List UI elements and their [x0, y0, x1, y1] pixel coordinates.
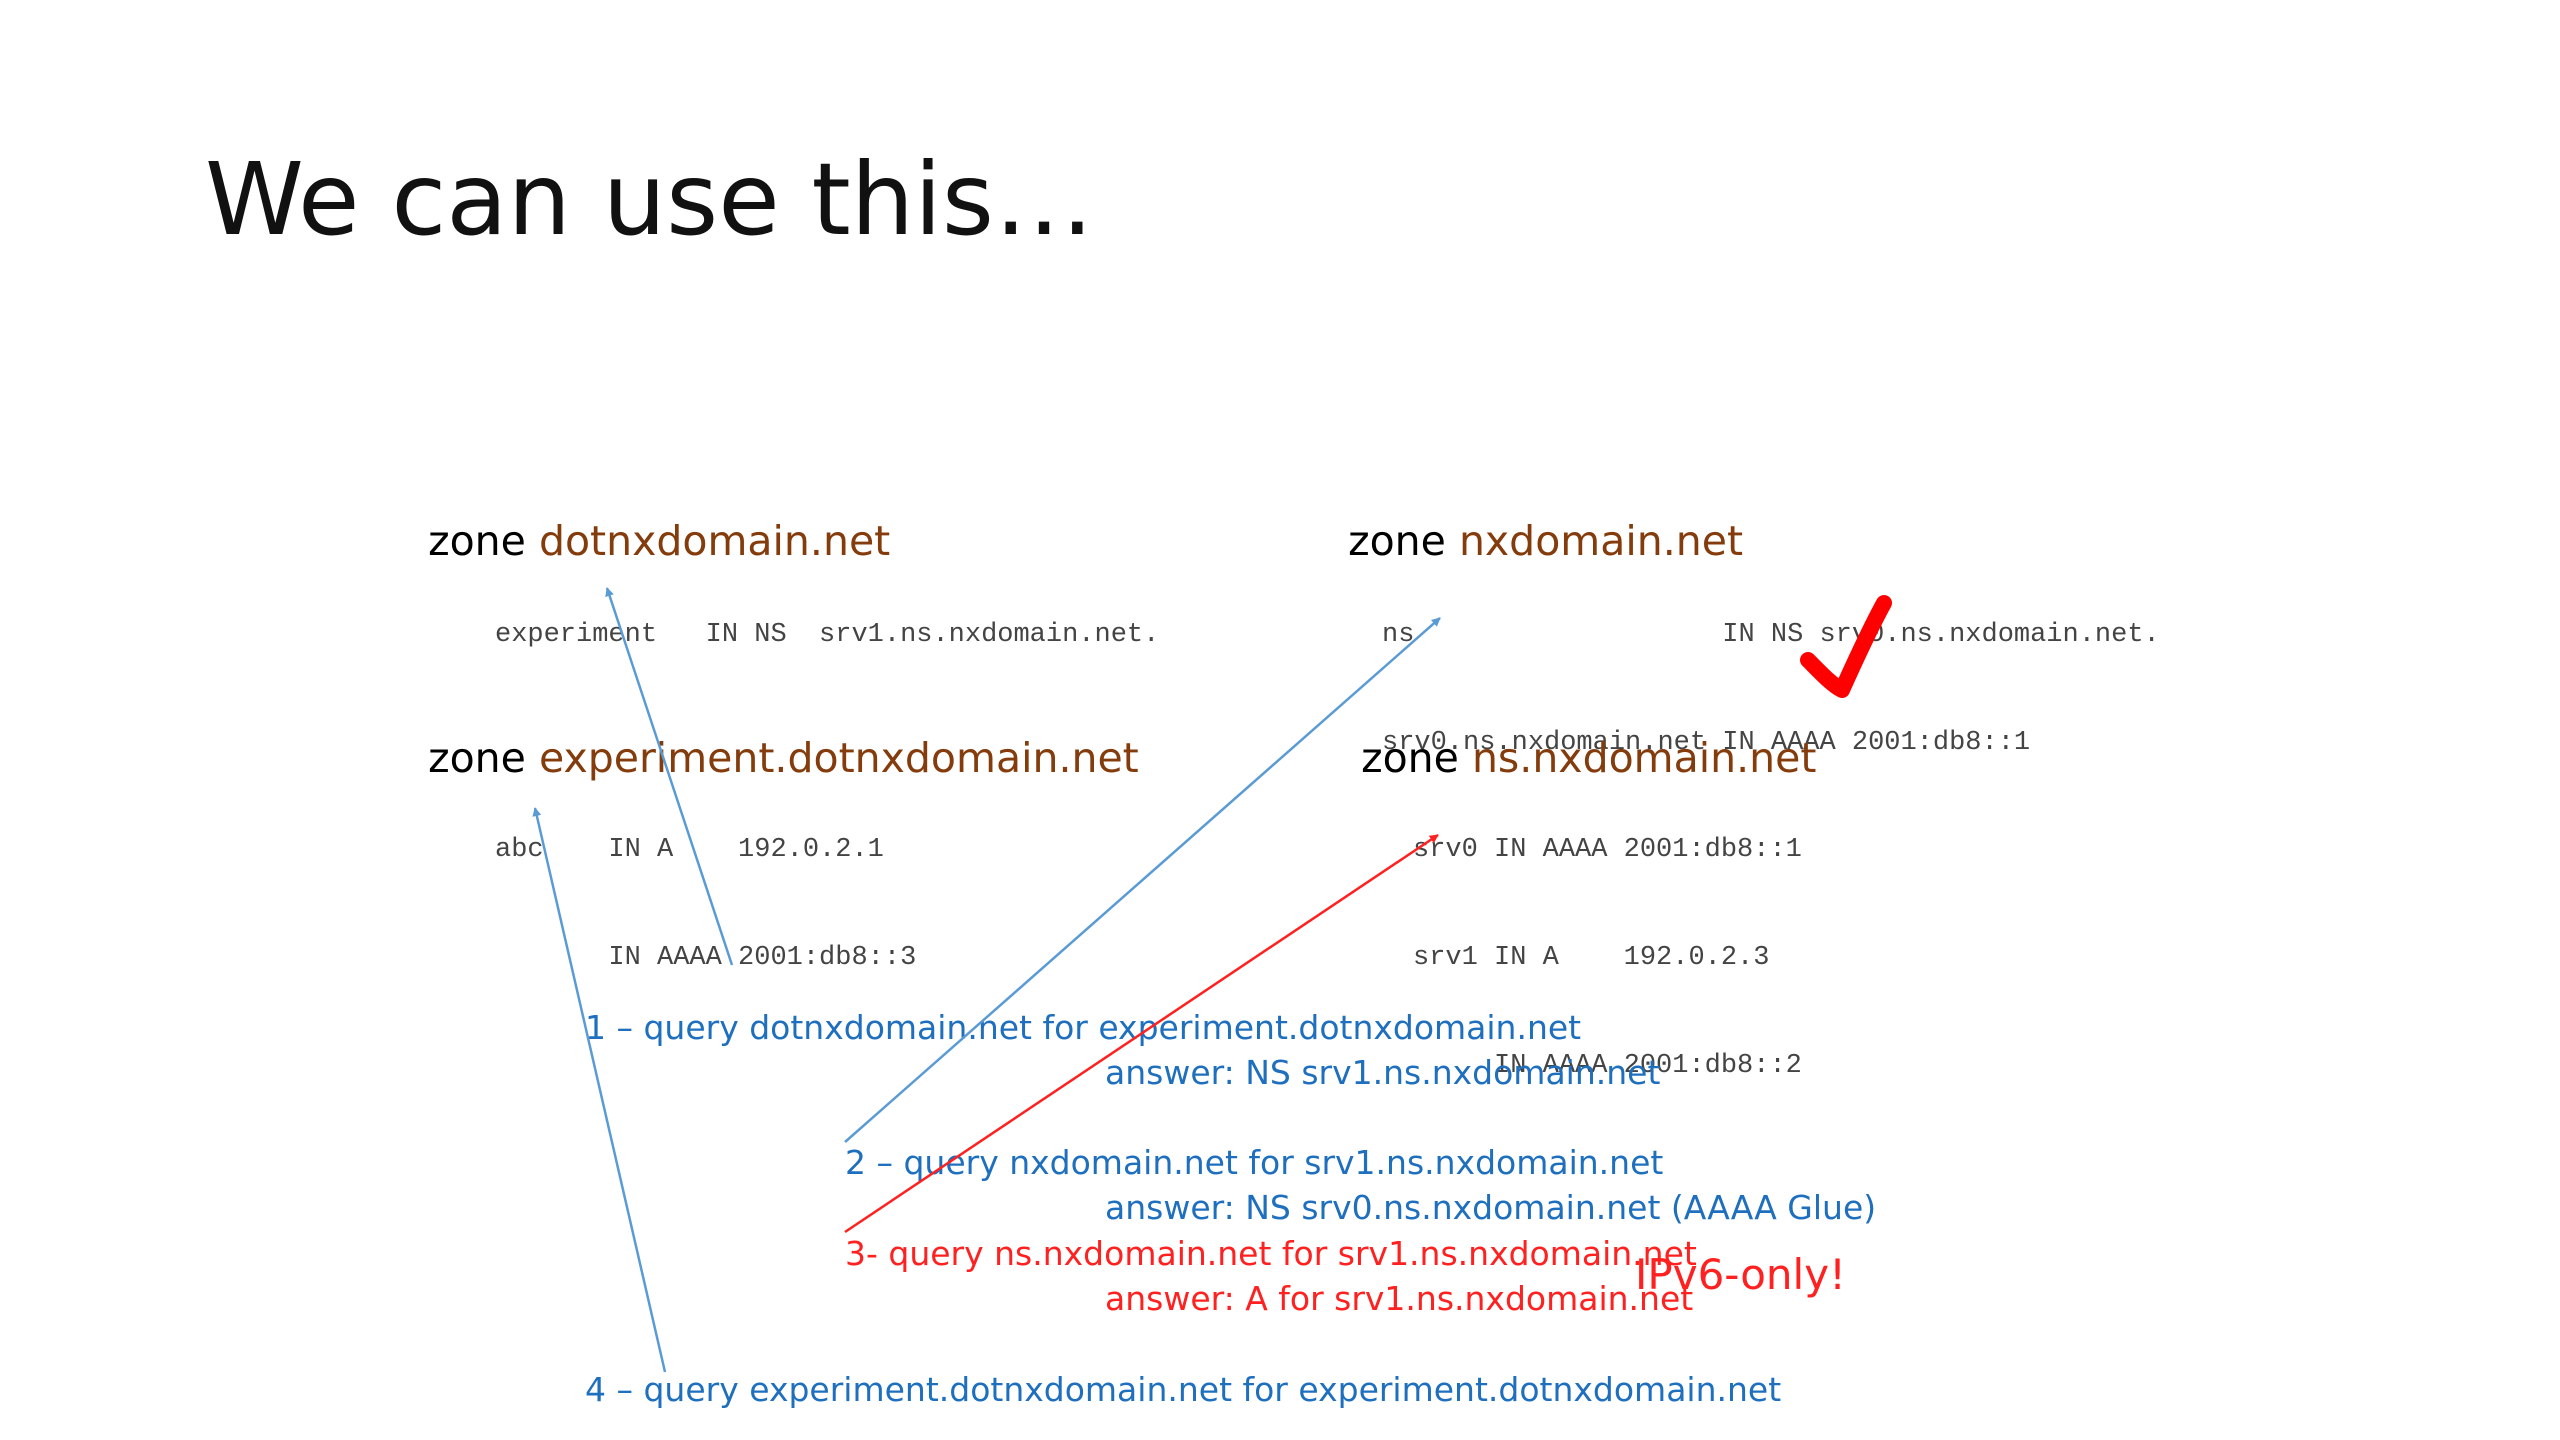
- zone-heading-nxdomain: zone nxdomain.net: [1322, 468, 1743, 566]
- zone-records-experiment: abc IN A 192.0.2.1 IN AAAA 2001:db8::3: [495, 760, 916, 1012]
- zone-prefix: zone: [428, 734, 539, 783]
- step-1-query: 1 – query dotnxdomain.net for experiment…: [585, 1008, 1582, 1047]
- zone-prefix: zone: [428, 517, 539, 566]
- zone-prefix: zone: [1348, 517, 1459, 566]
- zone-name: ns.nxdomain.net: [1471, 734, 1817, 783]
- step-3-query: 3- query ns.nxdomain.net for srv1.ns.nxd…: [845, 1234, 1697, 1273]
- zone-record: srv0 IN AAAA 2001:db8::1: [1413, 835, 1802, 865]
- zone-record: IN AAAA 2001:db8::3: [495, 943, 917, 973]
- zone-record: srv1 IN A 192.0.2.3: [1413, 943, 1770, 973]
- step-2-answer: answer: NS srv0.ns.nxdomain.net (AAAA Gl…: [1105, 1188, 1877, 1227]
- zone-heading-ns-nxdomain: zone ns.nxdomain.net: [1335, 685, 1816, 783]
- zone-record: abc IN A 192.0.2.1: [495, 835, 884, 865]
- zone-name: dotnxdomain.net: [538, 517, 891, 566]
- ipv6-only-note: IPv6-only!: [1635, 1250, 1846, 1299]
- step-4-query: 4 – query experiment.dotnxdomain.net for…: [585, 1370, 1782, 1409]
- zone-record: IN AAAA 2001:db8::2: [1413, 1051, 1802, 1081]
- zone-record: ns IN NS srv0.ns.nxdomain.net.: [1382, 620, 2160, 650]
- step-2-query: 2 – query nxdomain.net for srv1.ns.nxdom…: [845, 1143, 1664, 1182]
- step-1-answer: answer: NS srv1.ns.nxdomain.net: [1105, 1053, 1661, 1092]
- zone-heading-dotnxdomain: zone dotnxdomain.net: [402, 468, 890, 566]
- zone-records-dotnxdomain: experiment IN NS srv1.ns.nxdomain.net.: [495, 545, 1159, 689]
- slide-title: We can use this…: [205, 141, 1095, 258]
- zone-record: experiment IN NS srv1.ns.nxdomain.net.: [495, 620, 1160, 650]
- zone-name: nxdomain.net: [1458, 517, 1744, 566]
- step-3-answer: answer: A for srv1.ns.nxdomain.net: [1105, 1279, 1694, 1318]
